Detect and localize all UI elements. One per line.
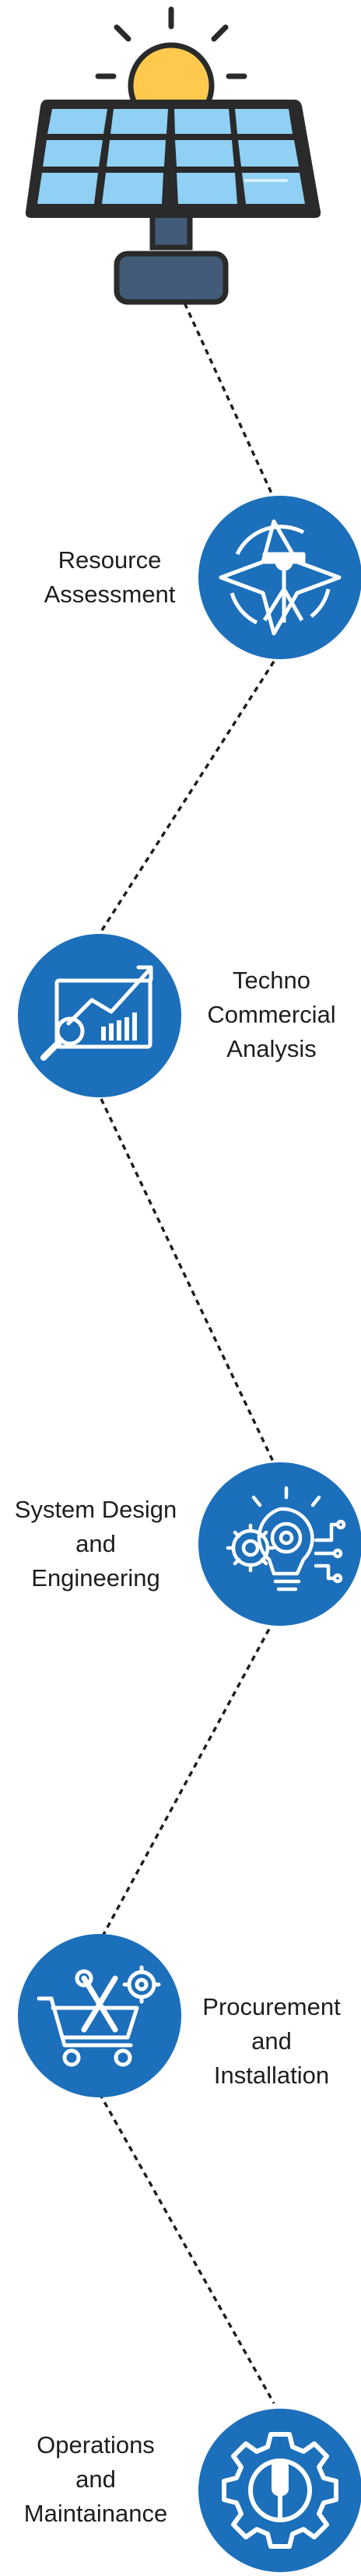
- step-4-line-2: Maintainance: [23, 2500, 168, 2527]
- step-0-icon-circle: [198, 496, 361, 659]
- compass-surveyor-icon: [219, 519, 342, 636]
- gear-bulb-icon: [226, 1486, 346, 1592]
- cart-tools-icon: [37, 1965, 161, 2067]
- gear-screwdriver-icon: [222, 2432, 338, 2549]
- step-label-procurement-installation: Procurement and Installation: [183, 1990, 360, 2093]
- step-0-line-0: Resource: [58, 546, 162, 574]
- step-2-icon-circle: [198, 1462, 361, 1626]
- step-3-line-0: Procurement: [202, 1993, 341, 2020]
- step-3-line-2: Installation: [213, 2062, 330, 2089]
- step-4-line-1: and: [75, 2465, 116, 2493]
- solar-panel-icon: [25, 6, 321, 305]
- step-label-resource-assessment: Resource Assessment: [6, 543, 213, 612]
- connector-3: [98, 1620, 275, 1943]
- step-3-icon-circle: [18, 1934, 181, 2097]
- step-4-icon-circle: [198, 2409, 361, 2572]
- step-1-line-1: Commercial: [207, 1001, 336, 1028]
- step-2-line-2: Engineering: [31, 1564, 160, 1592]
- step-label-system-design: System Design and Engineering: [0, 1493, 191, 1595]
- step-1-line-2: Analysis: [226, 1035, 317, 1062]
- connector-4: [98, 2093, 275, 2404]
- step-1-icon-circle: [18, 934, 181, 1097]
- step-label-techno-commercial-analysis: Techno Commercial Analysis: [183, 963, 360, 1066]
- connector-1: [98, 661, 275, 935]
- step-label-operations-maintainance: Operations and Maintainance: [0, 2428, 191, 2531]
- step-1-line-0: Techno: [233, 967, 310, 994]
- step-3-line-1: and: [251, 2027, 292, 2055]
- connector-2: [100, 1098, 275, 1464]
- connector-lines: [98, 293, 275, 2404]
- connector-0: [179, 293, 274, 496]
- step-4-line-0: Operations: [37, 2431, 155, 2458]
- step-2-line-1: and: [75, 1530, 116, 1557]
- step-2-line-0: System Design: [14, 1496, 177, 1523]
- step-0-line-1: Assessment: [44, 581, 176, 608]
- growth-chart-icon: [40, 965, 153, 1061]
